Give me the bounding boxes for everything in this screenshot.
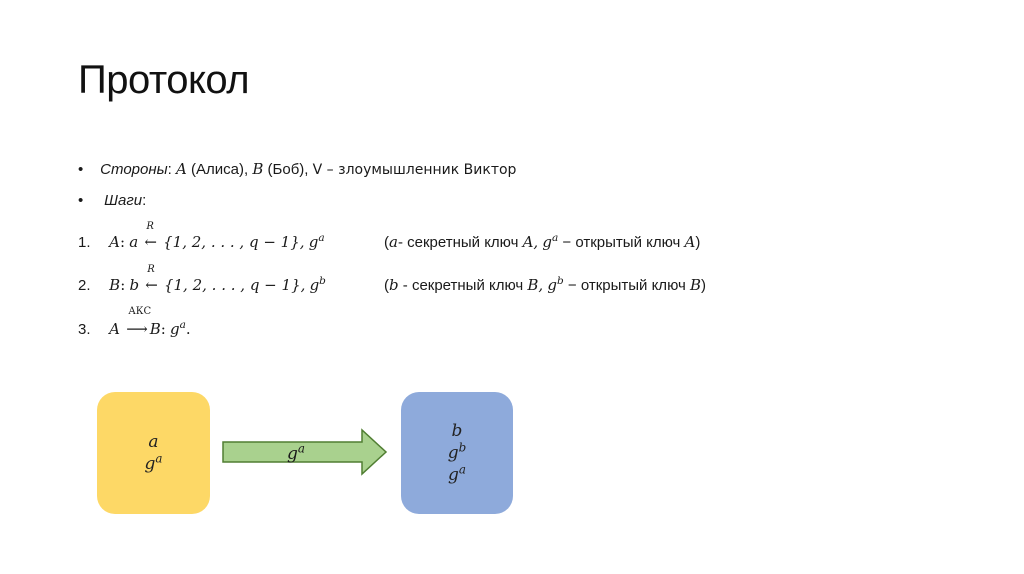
- step-number: 1.: [78, 234, 91, 251]
- party-v-text: V – злоумышленник Виктор: [312, 162, 517, 178]
- random-choice-arrow-icon: R←: [144, 221, 157, 251]
- message-arrow-icon: [222, 428, 388, 476]
- bullet-dot: •: [78, 161, 84, 178]
- step-note: (b - секретный ключ B, gb − открытый клю…: [384, 275, 707, 294]
- channel-label: АКС: [128, 306, 152, 317]
- bullet-dot: •: [78, 192, 84, 209]
- step-note: (a- секретный ключ A, ga − открытый ключ…: [384, 232, 701, 251]
- alice-public: ga: [144, 451, 163, 474]
- alice-secret: a: [148, 432, 159, 452]
- bob-box: b gb ga: [401, 392, 513, 514]
- bob-secret: b: [451, 421, 463, 441]
- bob-received: ga: [448, 462, 466, 485]
- step-set: {1, 2, . . . , q − 1},: [163, 276, 306, 294]
- steps-label: Шаги: [104, 192, 143, 209]
- channel-arrow-icon: АКС⟶: [126, 306, 152, 338]
- page-title: Протокол: [78, 58, 250, 102]
- party-a-symbol: A: [176, 160, 187, 178]
- party-a-name: (Алиса),: [191, 161, 249, 178]
- step-set: {1, 2, . . . , q − 1},: [163, 233, 305, 251]
- bullet-parties: • Стороны: A (Алиса), B (Боб), V – злоум…: [78, 160, 517, 178]
- message-arrow-label: ga: [287, 441, 305, 464]
- step-number: 3.: [78, 321, 91, 338]
- parties-label: Стороны: [100, 161, 168, 178]
- bullet-steps: • Шаги:: [78, 192, 147, 209]
- step-2: 2. B: b R← {1, 2, . . . , q − 1}, gb (b …: [78, 264, 707, 294]
- step-1: 1. A: a R← {1, 2, . . . , q − 1}, ga (a-…: [78, 221, 701, 251]
- alice-box: a ga: [97, 392, 210, 514]
- party-b-symbol: B: [252, 160, 264, 178]
- step-number: 2.: [78, 277, 91, 294]
- bob-public: gb: [447, 440, 467, 463]
- step-3: 3. A АКС⟶B: ga.: [78, 306, 191, 338]
- party-b-name: (Боб),: [267, 161, 309, 178]
- random-choice-arrow-icon: R←: [145, 264, 158, 294]
